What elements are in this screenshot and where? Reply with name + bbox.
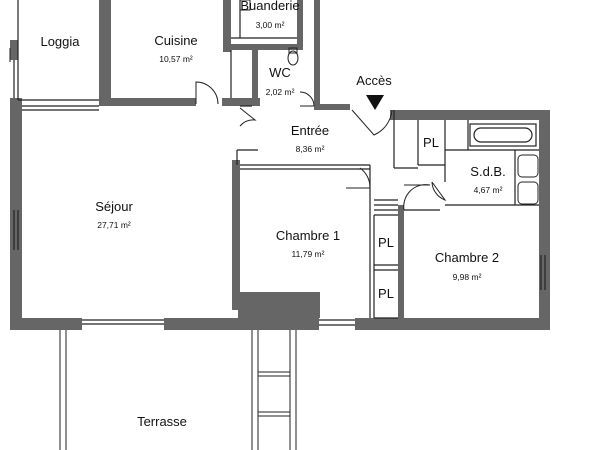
entree-name: Entrée	[291, 123, 329, 138]
chambre2-area: 9,98 m²	[453, 272, 482, 282]
closet-label-2: PL	[378, 235, 394, 250]
entree-area: 8,36 m²	[296, 144, 325, 154]
buanderie-area: 3,00 m²	[256, 20, 285, 30]
fixtures	[239, 0, 539, 205]
doors	[9, 48, 447, 211]
loggia-name: Loggia	[40, 34, 80, 49]
sdb-name: S.d.B.	[470, 164, 505, 179]
walls	[10, 0, 550, 330]
chambre2-name: Chambre 2	[435, 250, 499, 265]
sejour-name: Séjour	[95, 199, 133, 214]
thin-walls	[13, 0, 546, 326]
buanderie-name: Buanderie	[240, 0, 299, 13]
chambre1-name: Chambre 1	[276, 228, 340, 243]
closet-label-1: PL	[423, 135, 439, 150]
acces-label: Accès	[356, 73, 392, 88]
terrasse-structure	[59, 330, 297, 450]
terrasse-name: Terrasse	[137, 414, 187, 429]
room-labels: Buanderie 3,00 m² Loggia Cuisine 10,57 m…	[40, 0, 505, 429]
access-arrow-icon	[366, 95, 384, 110]
wc-area: 2,02 m²	[266, 87, 295, 97]
wc-name: WC	[269, 65, 291, 80]
cuisine-name: Cuisine	[154, 33, 197, 48]
cuisine-area: 10,57 m²	[159, 54, 193, 64]
sdb-area: 4,67 m²	[474, 185, 503, 195]
sejour-area: 27,71 m²	[97, 220, 131, 230]
closet-label-3: PL	[378, 286, 394, 301]
chambre1-area: 11,79 m²	[292, 249, 325, 259]
